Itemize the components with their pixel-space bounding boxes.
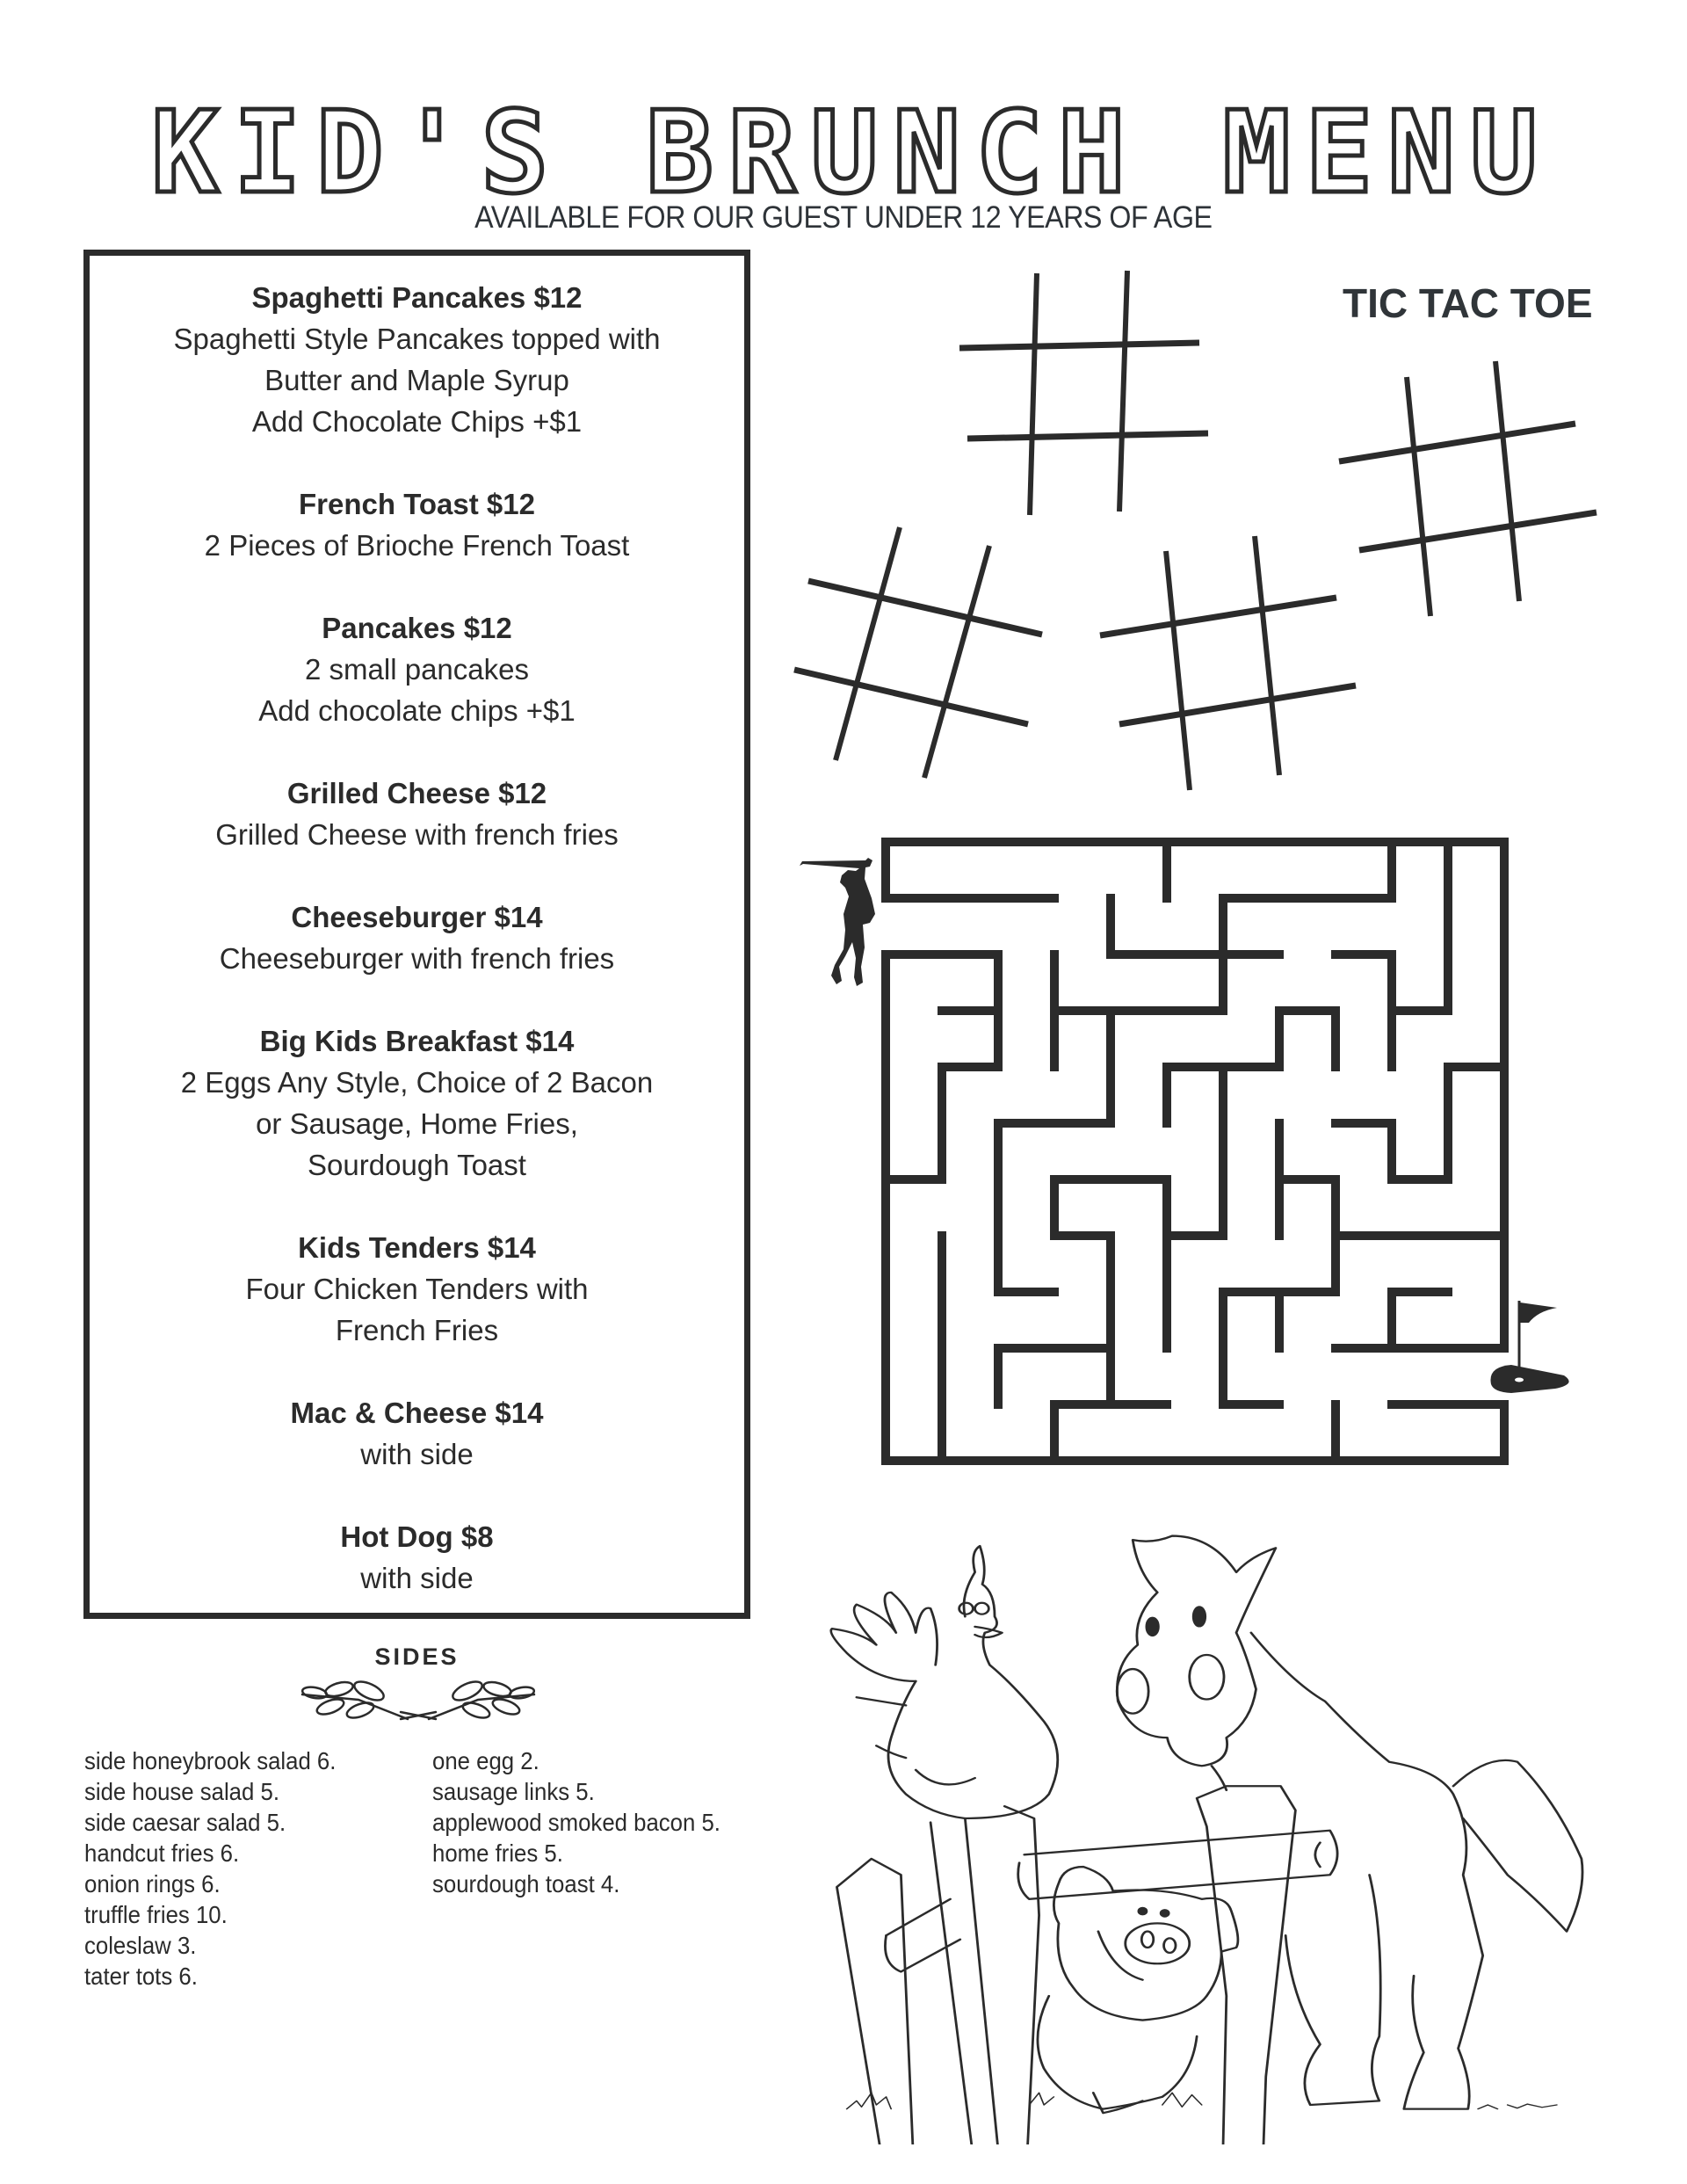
horse-drawing	[1115, 1535, 1584, 2110]
menu-item: Mac & Cheese $14 with side	[90, 1392, 744, 1475]
menu-item-description: or Sausage, Home Fries,	[256, 1107, 578, 1140]
side-item: sourdough toast 4.	[432, 1870, 620, 1897]
menu-item-description: French Fries	[335, 1314, 499, 1346]
tic-tac-toe-grids	[793, 270, 1597, 791]
menu-item-description: 2 small pancakes	[305, 653, 529, 686]
tic-tac-toe-grid[interactable]	[1099, 535, 1357, 791]
side-item: side caesar salad 5.	[84, 1809, 286, 1836]
menu-item-name: Cheeseburger $14	[291, 901, 543, 933]
golfer-icon	[800, 858, 875, 986]
side-item: tater tots 6.	[84, 1963, 198, 1990]
sides-heading: SIDES	[374, 1643, 460, 1670]
menu-item-description: Add chocolate chips +$1	[258, 694, 576, 727]
side-item: side honeybrook salad 6.	[84, 1747, 337, 1774]
golf-flag-icon	[1490, 1301, 1569, 1393]
sides-list-left: side honeybrook salad 6. side house salad…	[84, 1745, 336, 1992]
menu-item: Hot Dog $8 with side	[90, 1516, 744, 1599]
menu-item-description: with side	[360, 1562, 474, 1594]
menu-item-description: Butter and Maple Syrup	[264, 364, 569, 396]
maze[interactable]	[791, 826, 1599, 1477]
menu-item-description: 2 Pieces of Brioche French Toast	[204, 529, 630, 562]
side-item: one egg 2.	[432, 1747, 539, 1774]
side-item: onion rings 6.	[84, 1870, 221, 1897]
side-item: home fries 5.	[432, 1839, 563, 1867]
menu-item-name: Pancakes $12	[322, 612, 512, 644]
fence-drawing	[836, 1785, 1339, 2144]
maze-walls	[881, 838, 1509, 1465]
tic-tac-toe-title: TIC TAC TOE	[1343, 280, 1593, 326]
menu-item-name: Grilled Cheese $12	[286, 777, 547, 809]
laurel-icon	[300, 1680, 536, 1721]
chicken-drawing	[829, 1544, 1060, 1820]
menu-item-name: Spaghetti Pancakes $12	[251, 281, 583, 314]
tic-tac-toe-grid[interactable]	[793, 526, 1043, 779]
subtitle: AVAILABLE FOR OUR GUEST UNDER 12 YEARS O…	[474, 200, 1213, 235]
menu-item-description: Sourdough Toast	[308, 1149, 526, 1181]
side-item: applewood smoked bacon 5.	[432, 1809, 720, 1836]
side-item: coleslaw 3.	[84, 1932, 197, 1959]
menu-item-name: Mac & Cheese $14	[290, 1397, 544, 1429]
menu-item-name: French Toast $12	[299, 488, 535, 520]
side-item: handcut fries 6.	[84, 1839, 240, 1867]
menu-item-name: Hot Dog $8	[340, 1520, 494, 1553]
side-item: sausage links 5.	[432, 1778, 595, 1805]
menu-item-description: Four Chicken Tenders with	[245, 1273, 589, 1305]
page-title: KID'S BRUNCH MENU	[149, 97, 1540, 211]
menu-item-description: Cheeseburger with french fries	[219, 942, 615, 975]
menu-item-name: Kids Tenders $14	[298, 1231, 536, 1264]
menu-item-description: Add Chocolate Chips +$1	[251, 405, 583, 438]
menu-item: Big Kids Breakfast $14 2 Eggs Any Style, …	[90, 1020, 744, 1186]
menu-item-name: Big Kids Breakfast $14	[259, 1025, 575, 1057]
farm-animals-coloring-image	[829, 1535, 1584, 2144]
sides-list-right: one egg 2. sausage links 5. applewood smok…	[432, 1745, 720, 1899]
title-text: KID'S BRUNCH MENU	[151, 97, 1538, 211]
menu-item-description: Spaghetti Style Pancakes topped with	[173, 323, 661, 355]
pig-drawing	[1036, 1865, 1240, 2115]
side-item: truffle fries 10.	[84, 1901, 228, 1928]
tic-tac-toe-grid[interactable]	[959, 270, 1209, 516]
side-item: side house salad 5.	[84, 1778, 279, 1805]
menu-item-description: with side	[360, 1438, 474, 1470]
tic-tac-toe-grid[interactable]	[1338, 360, 1597, 617]
menu-item-description: Grilled Cheese with french fries	[215, 818, 619, 851]
menu-item: French Toast $12 2 Pieces of Brioche Fren…	[90, 483, 744, 566]
menu-item-description: 2 Eggs Any Style, Choice of 2 Bacon	[180, 1066, 654, 1099]
